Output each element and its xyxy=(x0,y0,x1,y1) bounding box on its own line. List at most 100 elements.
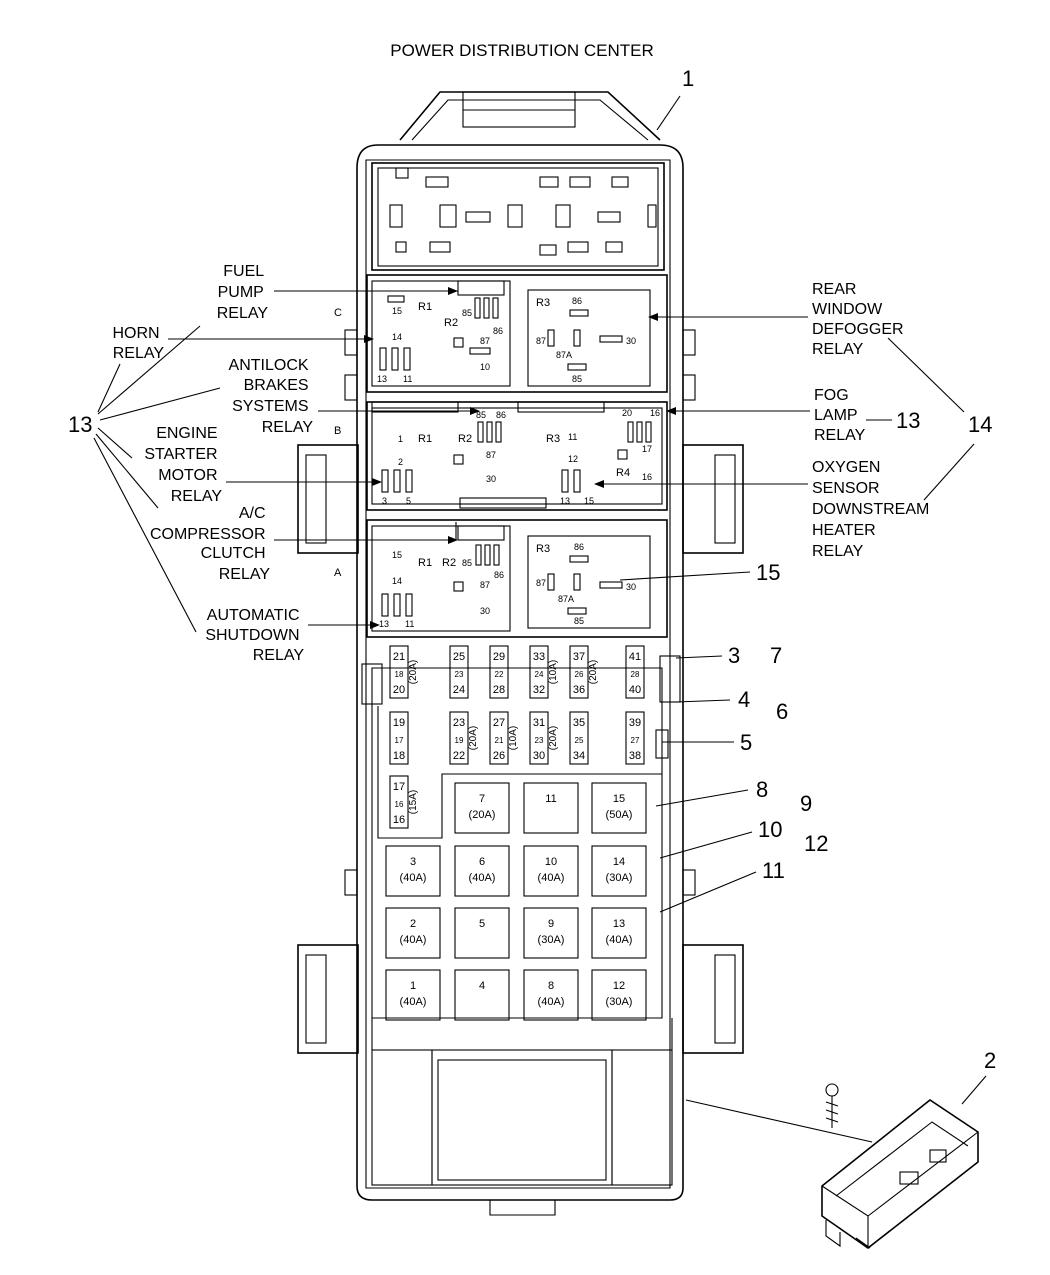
b-r2-label: R2 xyxy=(458,433,472,445)
maxi-fuse: 8 (40A) xyxy=(523,969,579,1021)
maxi-fuse-rating: (30A) xyxy=(538,934,565,946)
b-12-label: 12 xyxy=(568,454,578,464)
b-2-label: 2 xyxy=(398,457,403,467)
maxi-fuse: 2(40A) xyxy=(385,907,441,959)
c-87b-label: 87 xyxy=(536,336,546,346)
b-15-label: 15 xyxy=(584,496,594,506)
fuel-pump-relay-label: FUEL PUMP RELAY xyxy=(217,263,269,322)
b-17-label: 17 xyxy=(642,444,652,454)
maxi-fuse-number: 12 xyxy=(613,980,625,992)
mini-fuse-rating: (20A) xyxy=(468,726,479,750)
b-13-label: 13 xyxy=(560,496,570,506)
mini-fuse-rating: (20A) xyxy=(408,660,419,684)
maxi-fuse: 11 xyxy=(523,782,579,834)
row-letter-b: B xyxy=(334,425,341,437)
mini-fuse-mid: 28 xyxy=(631,670,640,679)
relay-block-a: R1 R2 85 86 87 30 15 14 13 11 R3 86 87 8… xyxy=(366,519,668,638)
mini-fuse-top: 19 xyxy=(393,717,405,729)
c-87-label: 87 xyxy=(480,336,490,346)
c-r3-label: R3 xyxy=(536,297,550,309)
mini-fuse-mid: 26 xyxy=(575,670,584,679)
maxi-fuse: 12(30A) xyxy=(591,969,647,1021)
horn-relay-label: HORN RELAY xyxy=(112,325,164,362)
callout-6: 6 xyxy=(776,699,788,724)
a-11-label: 11 xyxy=(405,619,414,629)
maxi-fuse-number: 3 xyxy=(410,856,416,868)
c-87a-label: 87A xyxy=(556,350,572,360)
mini-fuse-mid: 19 xyxy=(455,736,464,745)
mini-fuse-mid: 23 xyxy=(455,670,464,679)
callout-11: 11 xyxy=(762,858,785,883)
c-11-label: 11 xyxy=(403,374,412,384)
maxi-fuse-number: 7 xyxy=(479,793,485,805)
mini-fuse-rating: (10A) xyxy=(508,726,519,750)
mini-fuse-mid: 16 xyxy=(395,800,404,809)
mini-fuse-top: 39 xyxy=(629,717,641,729)
maxi-fuse-rating: (40A) xyxy=(469,872,496,884)
b-r1-label: R1 xyxy=(418,433,432,445)
callout-1: 1 xyxy=(682,66,694,91)
maxi-fuse-rating: (40A) xyxy=(400,872,427,884)
maxi-fuse-rating: (40A) xyxy=(400,996,427,1008)
callout-14: 14 xyxy=(968,412,992,437)
a-86b-label: 86 xyxy=(574,542,584,552)
a-87-label: 87 xyxy=(480,580,490,590)
c-15-label: 15 xyxy=(392,306,402,316)
fuse-section xyxy=(361,655,681,1051)
c-86b-label: 86 xyxy=(572,296,582,306)
maxi-fuse-number: 13 xyxy=(613,918,625,930)
maxi-fuse-rating: (40A) xyxy=(538,996,565,1008)
b-86-label: 86 xyxy=(496,410,506,420)
maxi-fuse-number: 11 xyxy=(545,793,556,805)
c-r1-label: R1 xyxy=(418,301,432,313)
fog-lamp-relay-label: FOG LAMP RELAY xyxy=(814,387,866,444)
maxi-fuse: 14(30A) xyxy=(591,845,647,897)
b-16b-label: 16 xyxy=(642,472,652,482)
maxi-fuse-number: 5 xyxy=(479,918,485,930)
a-14-label: 14 xyxy=(392,576,402,586)
b-1-label: 1 xyxy=(398,434,403,444)
ac-compressor-relay-label: A/C COMPRESSOR CLUTCH RELAY xyxy=(150,505,270,583)
c-85-label: 85 xyxy=(462,308,472,318)
mini-fuse-bot: 40 xyxy=(629,684,641,696)
c-86-label: 86 xyxy=(493,326,503,336)
b-16-label: 16 xyxy=(650,408,660,418)
callout-2: 2 xyxy=(984,1048,996,1073)
callout-12: 12 xyxy=(804,831,828,856)
maxi-fuse-number: 8 xyxy=(548,980,554,992)
mini-fuse-top: 29 xyxy=(493,651,505,663)
mini-fuse-top: 21 xyxy=(393,651,405,663)
a-86-label: 86 xyxy=(494,570,504,580)
right-labels: REAR WINDOW DEFOGGER RELAY FOG LAMP RELA… xyxy=(682,66,996,1073)
row-letter-c: C xyxy=(334,307,342,319)
maxi-fuse-rating: (20A) xyxy=(469,809,496,821)
maxi-fuse: 1(40A) xyxy=(385,969,441,1021)
pdc-housing xyxy=(297,91,744,1216)
maxi-fuse: 10(40A) xyxy=(523,845,579,897)
mini-fuse-bot: 24 xyxy=(453,684,465,696)
mini-fuse-bot: 18 xyxy=(393,750,405,762)
b-5-label: 5 xyxy=(406,496,411,506)
mini-fuse-top: 33 xyxy=(533,651,545,663)
maxi-fuse-rating: (40A) xyxy=(400,934,427,946)
mini-fuse-bot: 32 xyxy=(533,684,545,696)
mini-fuse-mid: 27 xyxy=(631,736,640,745)
a-r1-label: R1 xyxy=(418,557,432,569)
maxi-fuse: 5 xyxy=(454,907,510,959)
rear-window-relay-label: REAR WINDOW DEFOGGER RELAY xyxy=(812,281,908,358)
a-30-label: 30 xyxy=(480,606,490,616)
mini-fuse-rating: (15A) xyxy=(408,790,419,814)
callout-9: 9 xyxy=(800,791,812,816)
callout-7: 7 xyxy=(770,643,782,668)
mini-fuse-top: 37 xyxy=(573,651,585,663)
mini-fuse-top: 31 xyxy=(533,717,545,729)
maxi-fuse-number: 14 xyxy=(613,856,625,868)
antilock-brakes-relay-label: ANTILOCK BRAKES SYSTEMS RELAY xyxy=(229,357,314,436)
